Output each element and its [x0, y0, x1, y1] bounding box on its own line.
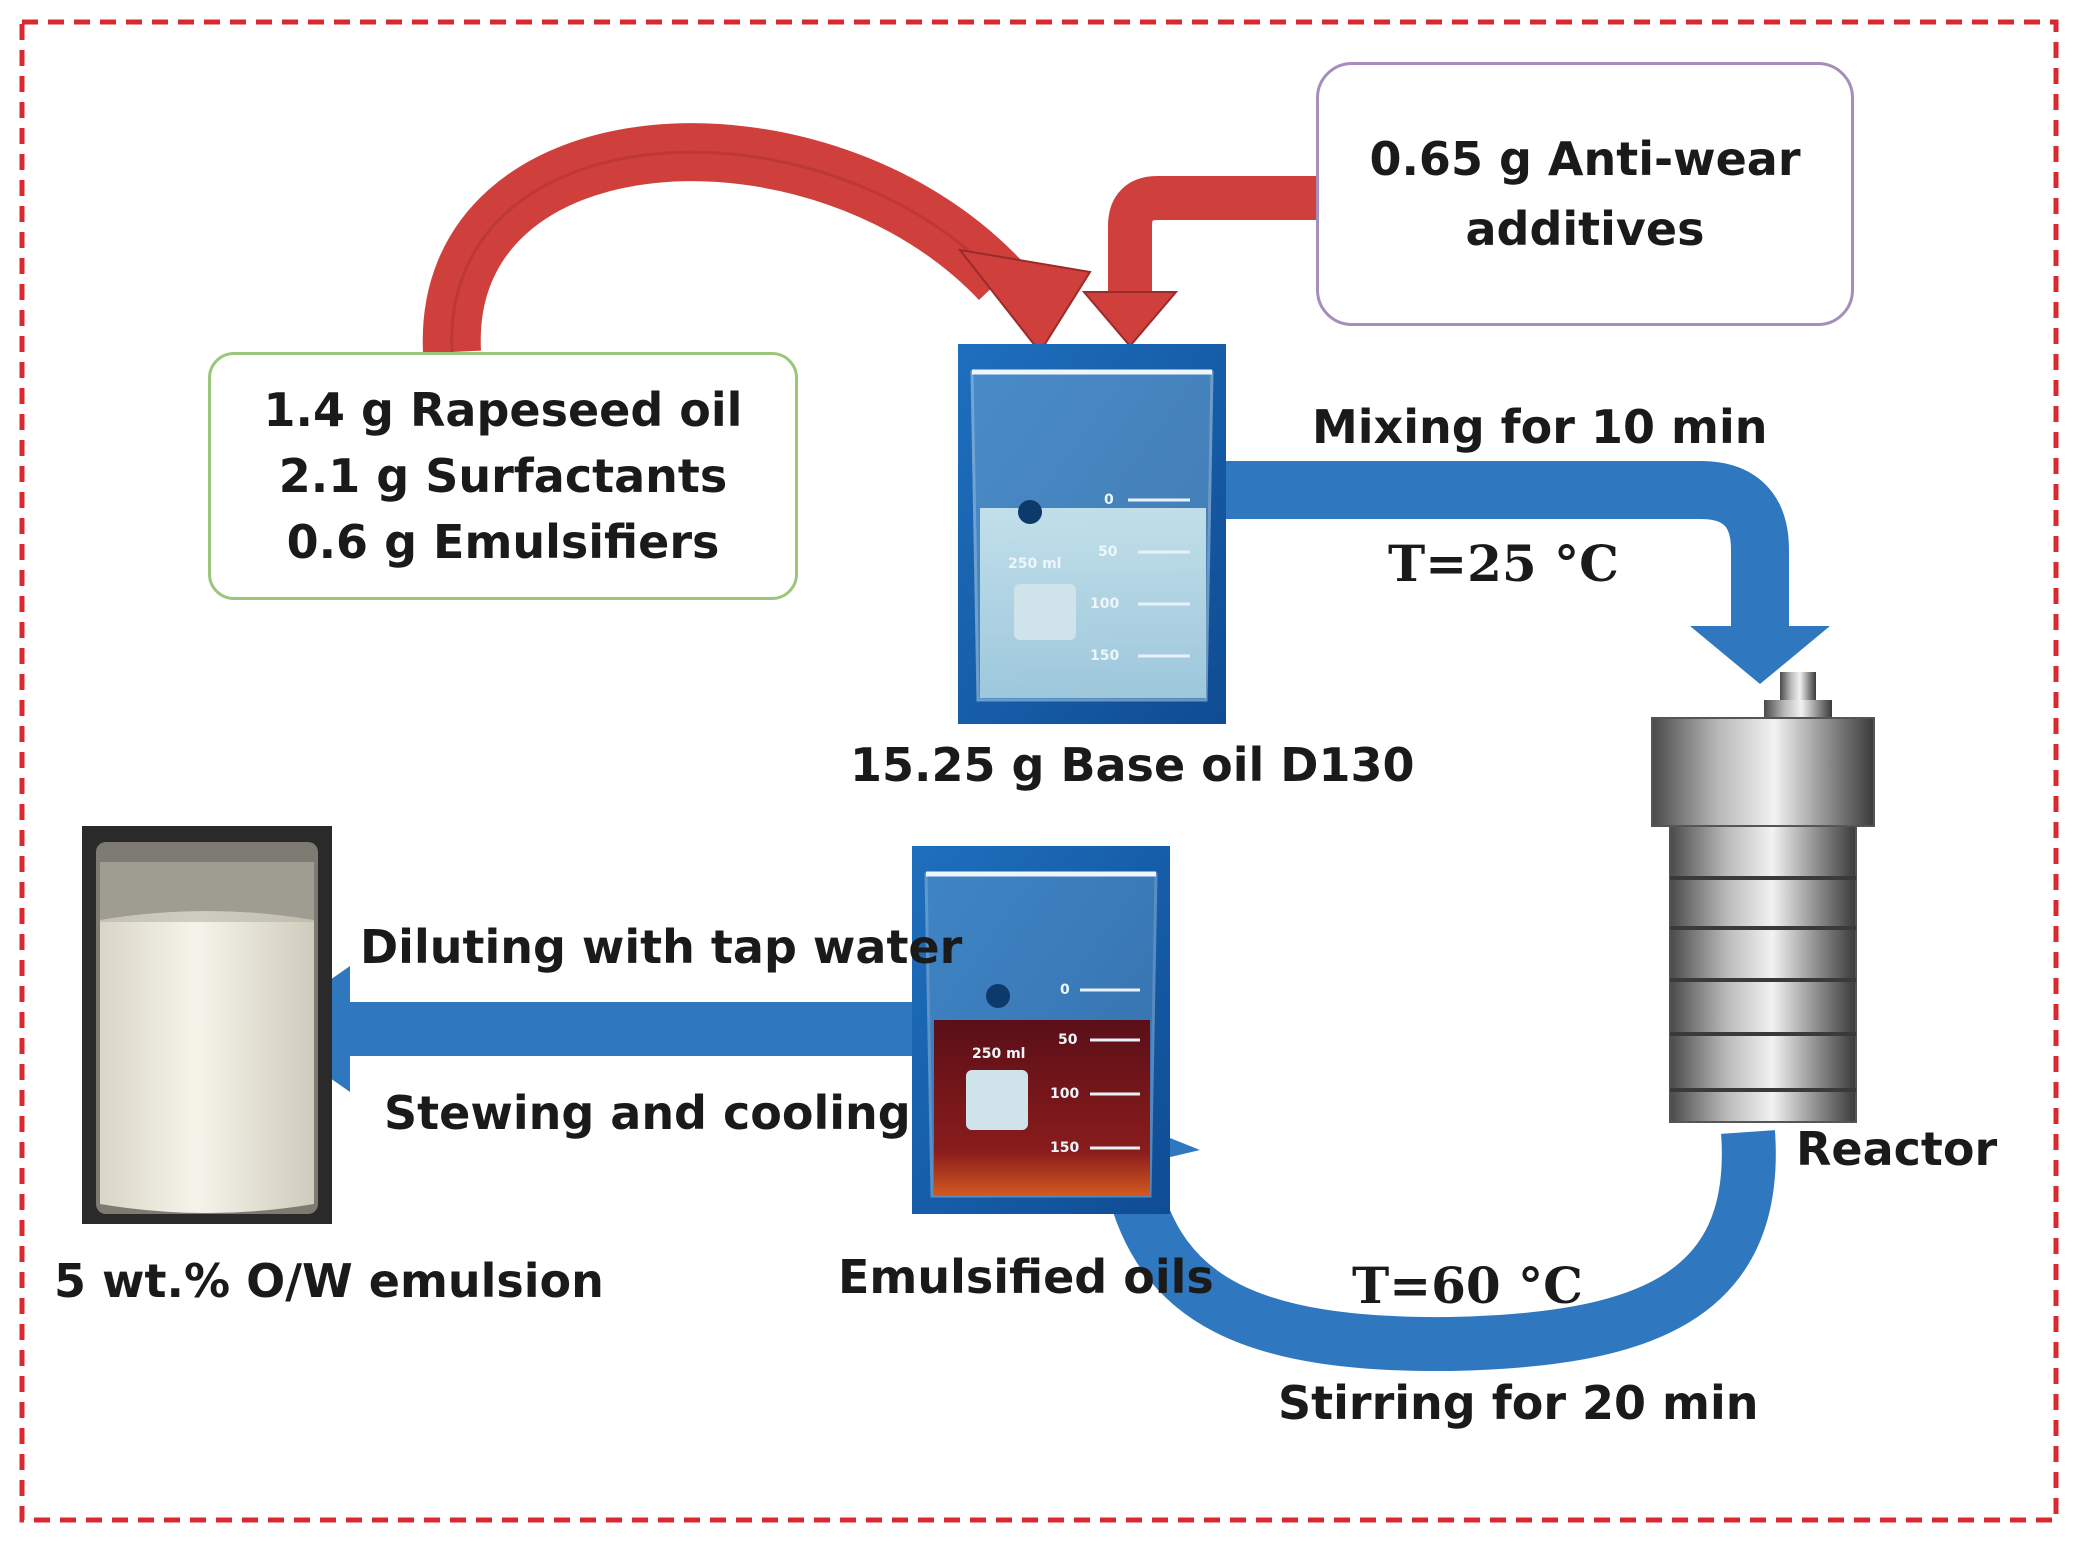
mixing-temperature-label: T=25 °C — [1388, 534, 1619, 593]
ingredients-red-arrow — [422, 123, 1092, 354]
emulsified-beaker-mark-100: 100 — [1050, 1086, 1079, 1102]
additive-label-line1: 0.65 g Anti-wear — [1369, 132, 1801, 186]
surfactants-label: 2.1 g Surfactants — [278, 449, 728, 503]
emulsified-oil-beaker: 250 ml 0 50 100 150 — [912, 846, 1170, 1214]
base-oil-beaker: 250 ml 0 50 100 150 — [958, 344, 1226, 724]
emulsified-beaker-mark-150: 150 — [1050, 1140, 1079, 1156]
emulsified-oils-label: Emulsified oils — [838, 1250, 1214, 1304]
emulsifiers-label: 0.6 g Emulsifiers — [286, 515, 720, 569]
stirring-temperature-label: T=60 °C — [1352, 1256, 1583, 1315]
additive-red-arrow — [1081, 176, 1316, 348]
base-beaker-mark-100: 100 — [1090, 596, 1119, 612]
stewing-cooling-label: Stewing and cooling — [384, 1086, 911, 1140]
base-beaker-mark-0: 0 — [1104, 492, 1114, 508]
emulsion-jar — [82, 826, 332, 1224]
emulsion-label: 5 wt.% O/W emulsion — [54, 1254, 604, 1308]
emulsified-beaker-mark-0: 0 — [1060, 982, 1070, 998]
stirring-label: Stirring for 20 min — [1278, 1376, 1759, 1430]
emulsified-beaker-volume: 250 ml — [972, 1046, 1025, 1062]
dilution-blue-arrow — [260, 966, 912, 1092]
rapeseed-oil-label: 1.4 g Rapeseed oil — [263, 383, 743, 437]
base-beaker-volume: 250 ml — [1008, 556, 1061, 572]
mixing-blue-arrow — [1224, 461, 1830, 684]
additive-box: 0.65 g Anti-wear additives — [1316, 62, 1854, 326]
dilution-label: Diluting with tap water — [360, 920, 963, 974]
dashed-frame — [19, 19, 2059, 1523]
base-beaker-mark-50: 50 — [1098, 544, 1118, 560]
additive-label-line2: additives — [1465, 202, 1705, 256]
reactor-label: Reactor — [1796, 1122, 1998, 1176]
reactor-image — [1651, 672, 1875, 1123]
ingredients-box: 1.4 g Rapeseed oil 2.1 g Surfactants 0.6… — [208, 352, 798, 600]
emulsified-beaker-mark-50: 50 — [1058, 1032, 1078, 1048]
base-oil-label: 15.25 g Base oil D130 — [850, 738, 1415, 792]
mixing-label: Mixing for 10 min — [1312, 400, 1768, 454]
base-beaker-mark-150: 150 — [1090, 648, 1119, 664]
